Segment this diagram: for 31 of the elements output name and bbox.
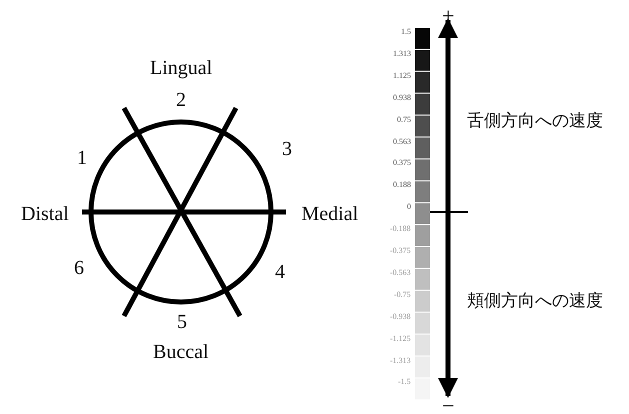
axis-description: 頬側方向への速度 xyxy=(467,292,603,308)
axis-description: 舌側方向への速度 xyxy=(467,112,603,128)
sector-number: 1 xyxy=(77,148,87,168)
sign-label: − xyxy=(442,395,454,414)
scale-value: 0.188 xyxy=(393,181,411,190)
scale-value: -1.5 xyxy=(398,378,411,386)
scale-value: 0.75 xyxy=(397,116,411,124)
scale-value: 0 xyxy=(407,203,411,212)
scale-value: 0.375 xyxy=(393,159,411,168)
scale-value: -0.563 xyxy=(390,268,411,277)
sector-number: 2 xyxy=(176,90,186,110)
scale-value: -0.938 xyxy=(390,312,411,321)
scale-value: 1.125 xyxy=(393,72,411,80)
scale-value: -0.75 xyxy=(394,290,411,299)
sector-number: 6 xyxy=(74,258,84,278)
sector-number: 3 xyxy=(282,139,292,159)
direction-label: Medial xyxy=(302,204,358,224)
scale-value: -0.375 xyxy=(390,247,411,255)
direction-label: Buccal xyxy=(153,342,209,362)
scale-value: 0.563 xyxy=(393,138,411,146)
sign-label: + xyxy=(442,5,454,27)
sector-number: 5 xyxy=(177,312,187,332)
scale-value: -1.125 xyxy=(390,334,411,343)
scale-value: 0.938 xyxy=(393,94,411,102)
scale-value: 1.5 xyxy=(401,28,411,36)
direction-label: Distal xyxy=(21,204,69,224)
direction-label: Lingual xyxy=(150,58,212,78)
scale-value: 1.313 xyxy=(393,50,411,58)
scale-value: -1.313 xyxy=(390,356,411,364)
scale-value: -0.188 xyxy=(390,225,411,234)
sector-number: 4 xyxy=(275,262,285,282)
